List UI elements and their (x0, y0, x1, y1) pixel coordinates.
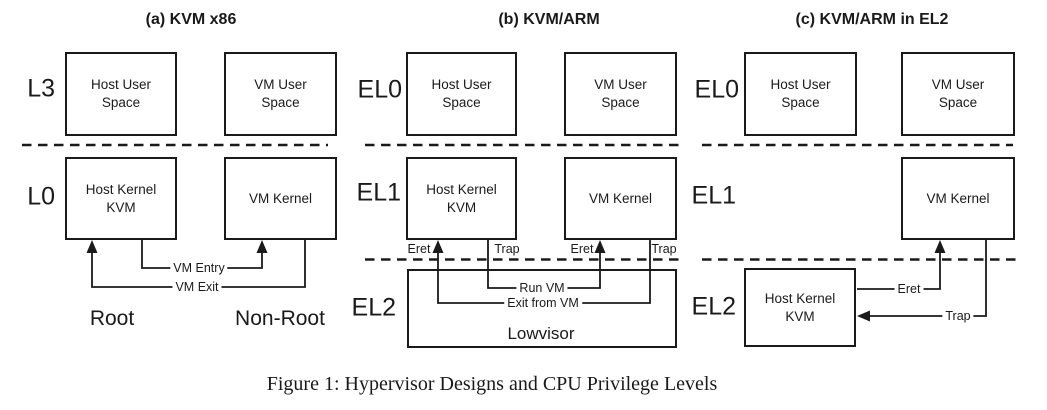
panel-c-level-el0-label: EL0 (694, 75, 739, 104)
panel-a-host-kernel-kvm-box: Host Kernel KVM (65, 157, 177, 240)
run-vm-label: Run VM (516, 281, 568, 295)
panel-a-level-l0-label: L0 (27, 182, 55, 211)
panel-a-level-l3-label: L3 (27, 74, 55, 103)
panel-c-eret-label: Eret (894, 282, 924, 296)
panel-b-host-kernel-kvm-box: Host Kernel KVM (406, 157, 517, 240)
vm-entry-arrowhead (256, 240, 268, 253)
panel-b-trap-host-label: Trap (494, 242, 520, 256)
panel-b-level-el0-label: EL0 (357, 75, 402, 104)
panel-a-vm-kernel-box: VM Kernel (224, 157, 337, 240)
panel-c-host-kernel-kvm-box: Host Kernel KVM (744, 268, 856, 347)
panel-b-eret-host-label: Eret (407, 242, 431, 256)
panel-b-host-user-space-box: Host User Space (406, 52, 517, 136)
panel-a-vm-user-space-box: VM User Space (224, 52, 337, 136)
non-root-mode-label: Non-Root (235, 307, 325, 330)
panel-c-level-el1-label: EL1 (691, 181, 736, 210)
panel-a-host-user-space-box: Host User Space (65, 52, 177, 136)
panel-c-title: (c) KVM/ARM in EL2 (795, 11, 949, 28)
panel-b-level-el2-label: EL2 (351, 293, 396, 322)
panel-c-host-user-space-box: Host User Space (744, 52, 857, 136)
panel-b-lowvisor-box (407, 269, 677, 348)
panel-c-eret-arrowhead (934, 240, 946, 253)
panel-b-level-el1-label: EL1 (356, 178, 401, 207)
vm-exit-label: VM Exit (172, 280, 222, 294)
figure-caption: Figure 1: Hypervisor Designs and CPU Pri… (266, 373, 718, 395)
exit-from-vm-eret-arrowhead (432, 240, 444, 253)
panel-b-vm-user-space-box: VM User Space (564, 52, 677, 136)
panel-c-level-el2-label: EL2 (691, 292, 736, 321)
panel-c-trap-arrowhead (857, 310, 870, 322)
root-mode-label: Root (89, 307, 135, 330)
panel-b-vm-kernel-box: VM Kernel (564, 157, 677, 240)
panel-a-title: (a) KVM x86 (145, 11, 237, 28)
panel-c-trap-label: Trap (942, 309, 974, 323)
vm-entry-label: VM Entry (170, 261, 228, 275)
run-vm-eret-arrowhead (594, 240, 606, 253)
exit-from-vm-label: Exit from VM (504, 296, 582, 310)
panel-c-vm-kernel-box: VM Kernel (901, 157, 1015, 240)
panel-b-trap-vm-label: Trap (651, 242, 677, 256)
panel-c-vm-user-space-box: VM User Space (901, 52, 1015, 136)
panel-b-eret-vm-label: Eret (570, 242, 594, 256)
panel-b-title: (b) KVM/ARM (498, 11, 600, 28)
vm-exit-arrowhead (86, 240, 98, 253)
lowvisor-label: Lowvisor (507, 324, 575, 343)
panel-c-eret-connector-line (857, 251, 941, 290)
panel-c-trap-connector-line (869, 239, 987, 317)
